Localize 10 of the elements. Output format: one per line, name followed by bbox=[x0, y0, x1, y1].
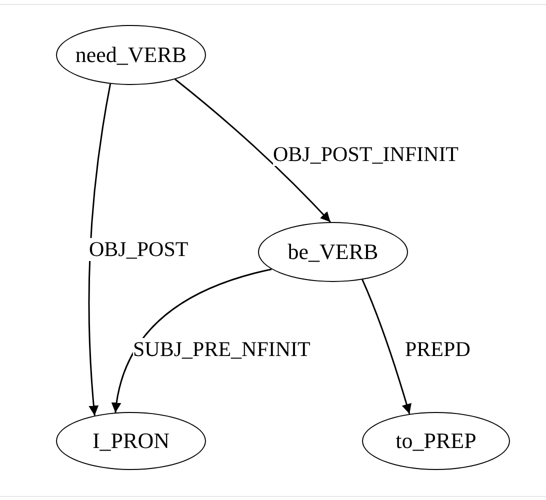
arrow bbox=[88, 84, 112, 416]
node-label: need_VERB bbox=[75, 42, 187, 68]
node-label: be_VERB bbox=[288, 239, 378, 265]
arrow bbox=[362, 279, 412, 414]
arrow bbox=[174, 78, 331, 223]
arrow bbox=[112, 268, 272, 413]
edge-label: OBJ_POST bbox=[89, 238, 188, 262]
node-label: to_PREP bbox=[396, 428, 476, 454]
edge-label: SUBJ_PRE_NFINIT bbox=[133, 338, 310, 362]
node-label: I_PRON bbox=[92, 428, 170, 454]
